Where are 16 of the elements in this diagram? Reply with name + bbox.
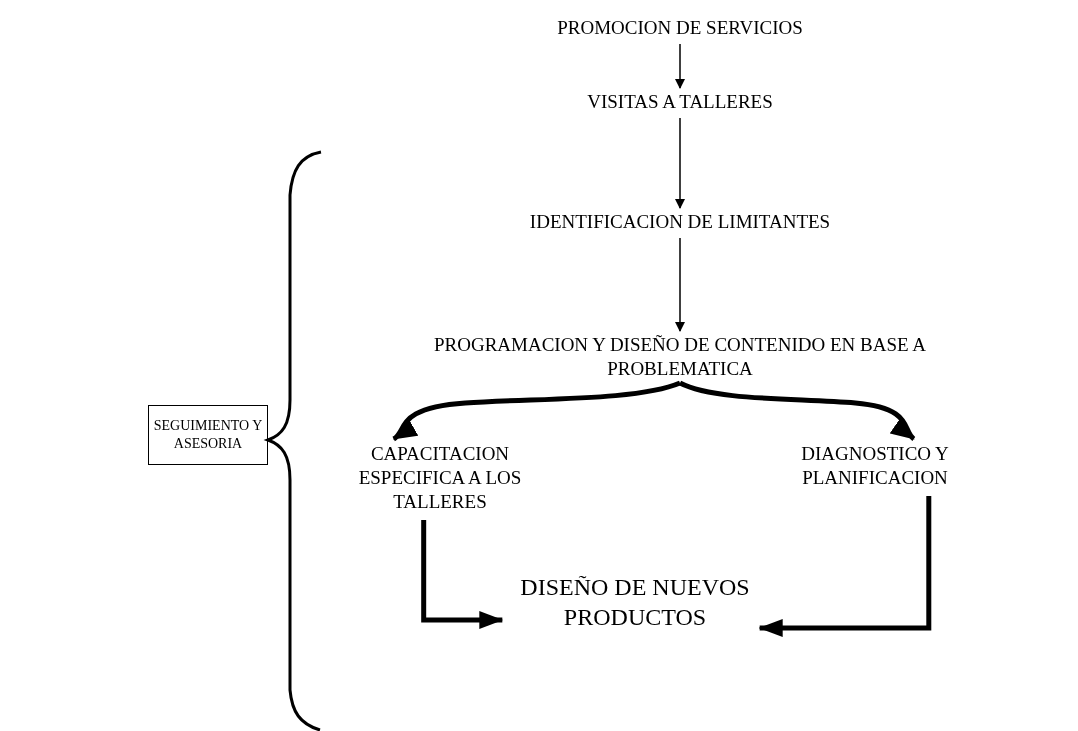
step-text: VISITAS A TALLERES	[586, 90, 774, 114]
step-text: DISEÑO DE NUEVOS PRODUCTOS	[519, 573, 751, 632]
arrow	[392, 380, 681, 441]
step-text: CAPACITACION ESPECIFICA A LOS TALLERES	[357, 442, 523, 514]
note-box	[148, 405, 268, 465]
arrow	[675, 117, 685, 209]
step-text: DIAGNOSTICO Y PLANIFICACION	[800, 442, 950, 490]
step-text: PROGRAMACION Y DISEÑO DE CONTENIDO EN BASE A PROBLEMATICA	[432, 333, 928, 381]
arrow	[758, 496, 932, 637]
arrow	[675, 237, 685, 332]
arrow	[679, 380, 916, 441]
step-text: SEGUIMIENTO Y ASESORIA	[152, 417, 264, 453]
arrow	[421, 520, 504, 629]
step-text: IDENTIFICACION DE LIMITANTES	[528, 210, 832, 234]
arrow	[675, 43, 685, 89]
step-text: PROMOCION DE SERVICIOS	[556, 16, 804, 40]
